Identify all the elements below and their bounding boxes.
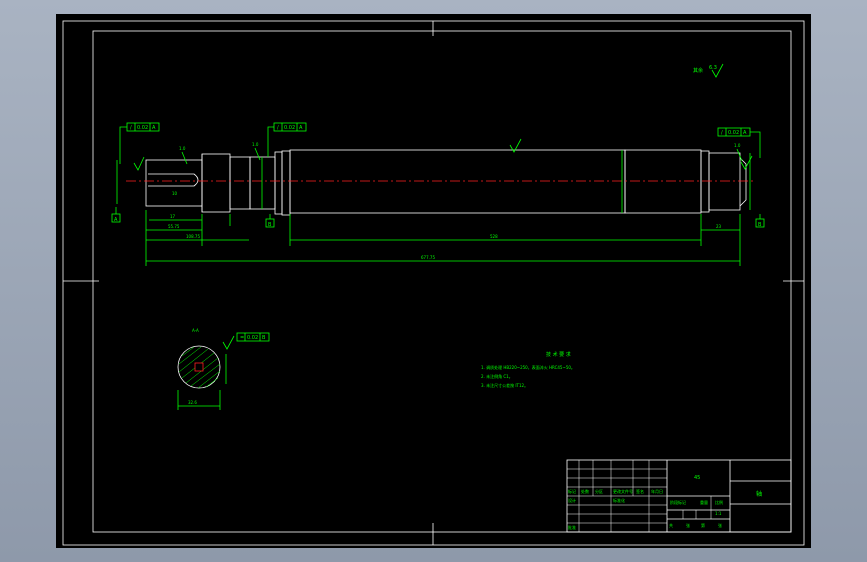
tb-approve: 批准	[568, 524, 576, 530]
svg-text:0.02: 0.02	[284, 125, 295, 131]
tb-part-name: 轴	[756, 490, 762, 498]
tolerance-frame-2: / 0.02 A	[267, 122, 307, 157]
svg-text:A: A	[743, 130, 747, 136]
dim-key-width: 10	[172, 191, 178, 196]
datum-b-right: B	[755, 214, 765, 228]
dim-528: 528	[490, 234, 498, 239]
roughness-note-label: 其余	[693, 67, 703, 74]
right-end-chamfer	[739, 157, 747, 207]
section-keyway	[194, 362, 204, 372]
svg-text:/: /	[721, 130, 723, 136]
chamfer-mid: 1.0	[252, 142, 259, 147]
cad-viewport[interactable]: 其余 6.3 17 55.75 108.75	[56, 14, 811, 548]
tolerance-frame-4: = 0.02 B	[236, 332, 270, 342]
datum-b-left: B	[265, 214, 275, 228]
section-dim: 32.6	[188, 400, 197, 405]
shaft-step-2	[229, 156, 251, 210]
shaft-right-collar	[700, 150, 710, 213]
shaft-collar	[274, 151, 283, 215]
dim-23: 23	[716, 224, 722, 229]
tb-scale-label: 比例	[715, 499, 723, 505]
tb-designer: 设计	[568, 497, 576, 503]
tb-material: 45	[694, 475, 700, 481]
shaft-left-end	[145, 159, 203, 207]
tb-header-4: 签名	[636, 488, 644, 494]
section-label: A-A	[192, 328, 199, 333]
tb-weight-label: 重量	[700, 499, 708, 505]
chamfer-left: 1.0	[179, 146, 186, 151]
tb-sheet-0: 共	[669, 522, 673, 528]
tb-stage-label: 阶段标记	[670, 499, 686, 505]
tb-header-2: 分区	[595, 488, 603, 494]
svg-text:/: /	[277, 125, 279, 131]
tb-scale: 1:1	[715, 511, 722, 516]
shaft-right-end	[708, 152, 741, 211]
svg-text:0.02: 0.02	[728, 130, 739, 136]
tb-standardize: 标准化	[613, 497, 625, 503]
dimensions: 17 55.75 108.75 528 23 677.75 10 1.0 1.0…	[116, 138, 753, 350]
tech-line-2: 2. 未注倒角 C1。	[481, 373, 513, 379]
svg-text:B: B	[758, 222, 762, 228]
svg-text:A: A	[114, 217, 118, 223]
dim-108-75: 108.75	[186, 234, 200, 239]
svg-text:=: =	[240, 335, 244, 341]
datum-a: A	[111, 207, 121, 223]
tb-header-5: 年月日	[651, 488, 663, 494]
tb-sheet-1: 张	[686, 522, 690, 528]
shaft-collar-2	[281, 150, 291, 216]
svg-text:A: A	[299, 125, 303, 131]
cad-drawing[interactable]: 其余 6.3 17 55.75 108.75	[56, 14, 811, 548]
shaft-view	[126, 149, 756, 216]
svg-text:0.02: 0.02	[247, 335, 258, 341]
shaft-main-body	[289, 149, 626, 214]
tech-line-1: 1. 调质处理 HB220~250，表面淬火 HRC45~50。	[481, 364, 575, 370]
shaft-body-right	[624, 149, 702, 214]
shaft-step-1	[201, 153, 231, 213]
shaft-step-3	[249, 156, 276, 210]
drawing-frame	[92, 30, 792, 533]
svg-text:B: B	[262, 335, 266, 341]
tech-line-3: 3. 未注尺寸公差按 IT12。	[481, 382, 528, 388]
technical-requirements: 技 术 要 求 1. 调质处理 HB220~250，表面淬火 HRC45~50。…	[481, 351, 575, 388]
keyway-slot	[148, 173, 199, 187]
section-view: A-A 32.6	[177, 328, 227, 410]
dim-total: 677.75	[421, 255, 435, 260]
tb-header-1: 处数	[581, 488, 589, 494]
chamfer-right: 1.0	[734, 143, 741, 148]
svg-text:/: /	[130, 125, 132, 131]
dim-17: 17	[170, 214, 176, 219]
dim-55-75: 55.75	[168, 224, 180, 229]
tolerance-frame-1: / 0.02 A	[119, 122, 160, 164]
tb-header-0: 标记	[568, 488, 576, 494]
tech-title: 技 术 要 求	[546, 351, 571, 358]
tb-header-3: 更改文件号	[613, 488, 633, 494]
svg-text:B: B	[268, 222, 272, 228]
tb-sheet-2: 第	[701, 522, 705, 528]
svg-text:0.02: 0.02	[137, 125, 148, 131]
tb-sheet-3: 张	[718, 522, 722, 528]
outer-border	[62, 20, 805, 546]
roughness-symbol	[711, 63, 724, 78]
title-block: 标记 处数 分区 更改文件号 签名 年月日 设计 标准化 批准 阶段标记 重量 …	[566, 459, 792, 533]
tolerance-frame-3: / 0.02 A	[717, 127, 761, 158]
section-circle	[177, 345, 221, 389]
roughness-note-value: 6.3	[709, 65, 717, 71]
svg-text:A: A	[152, 125, 156, 131]
